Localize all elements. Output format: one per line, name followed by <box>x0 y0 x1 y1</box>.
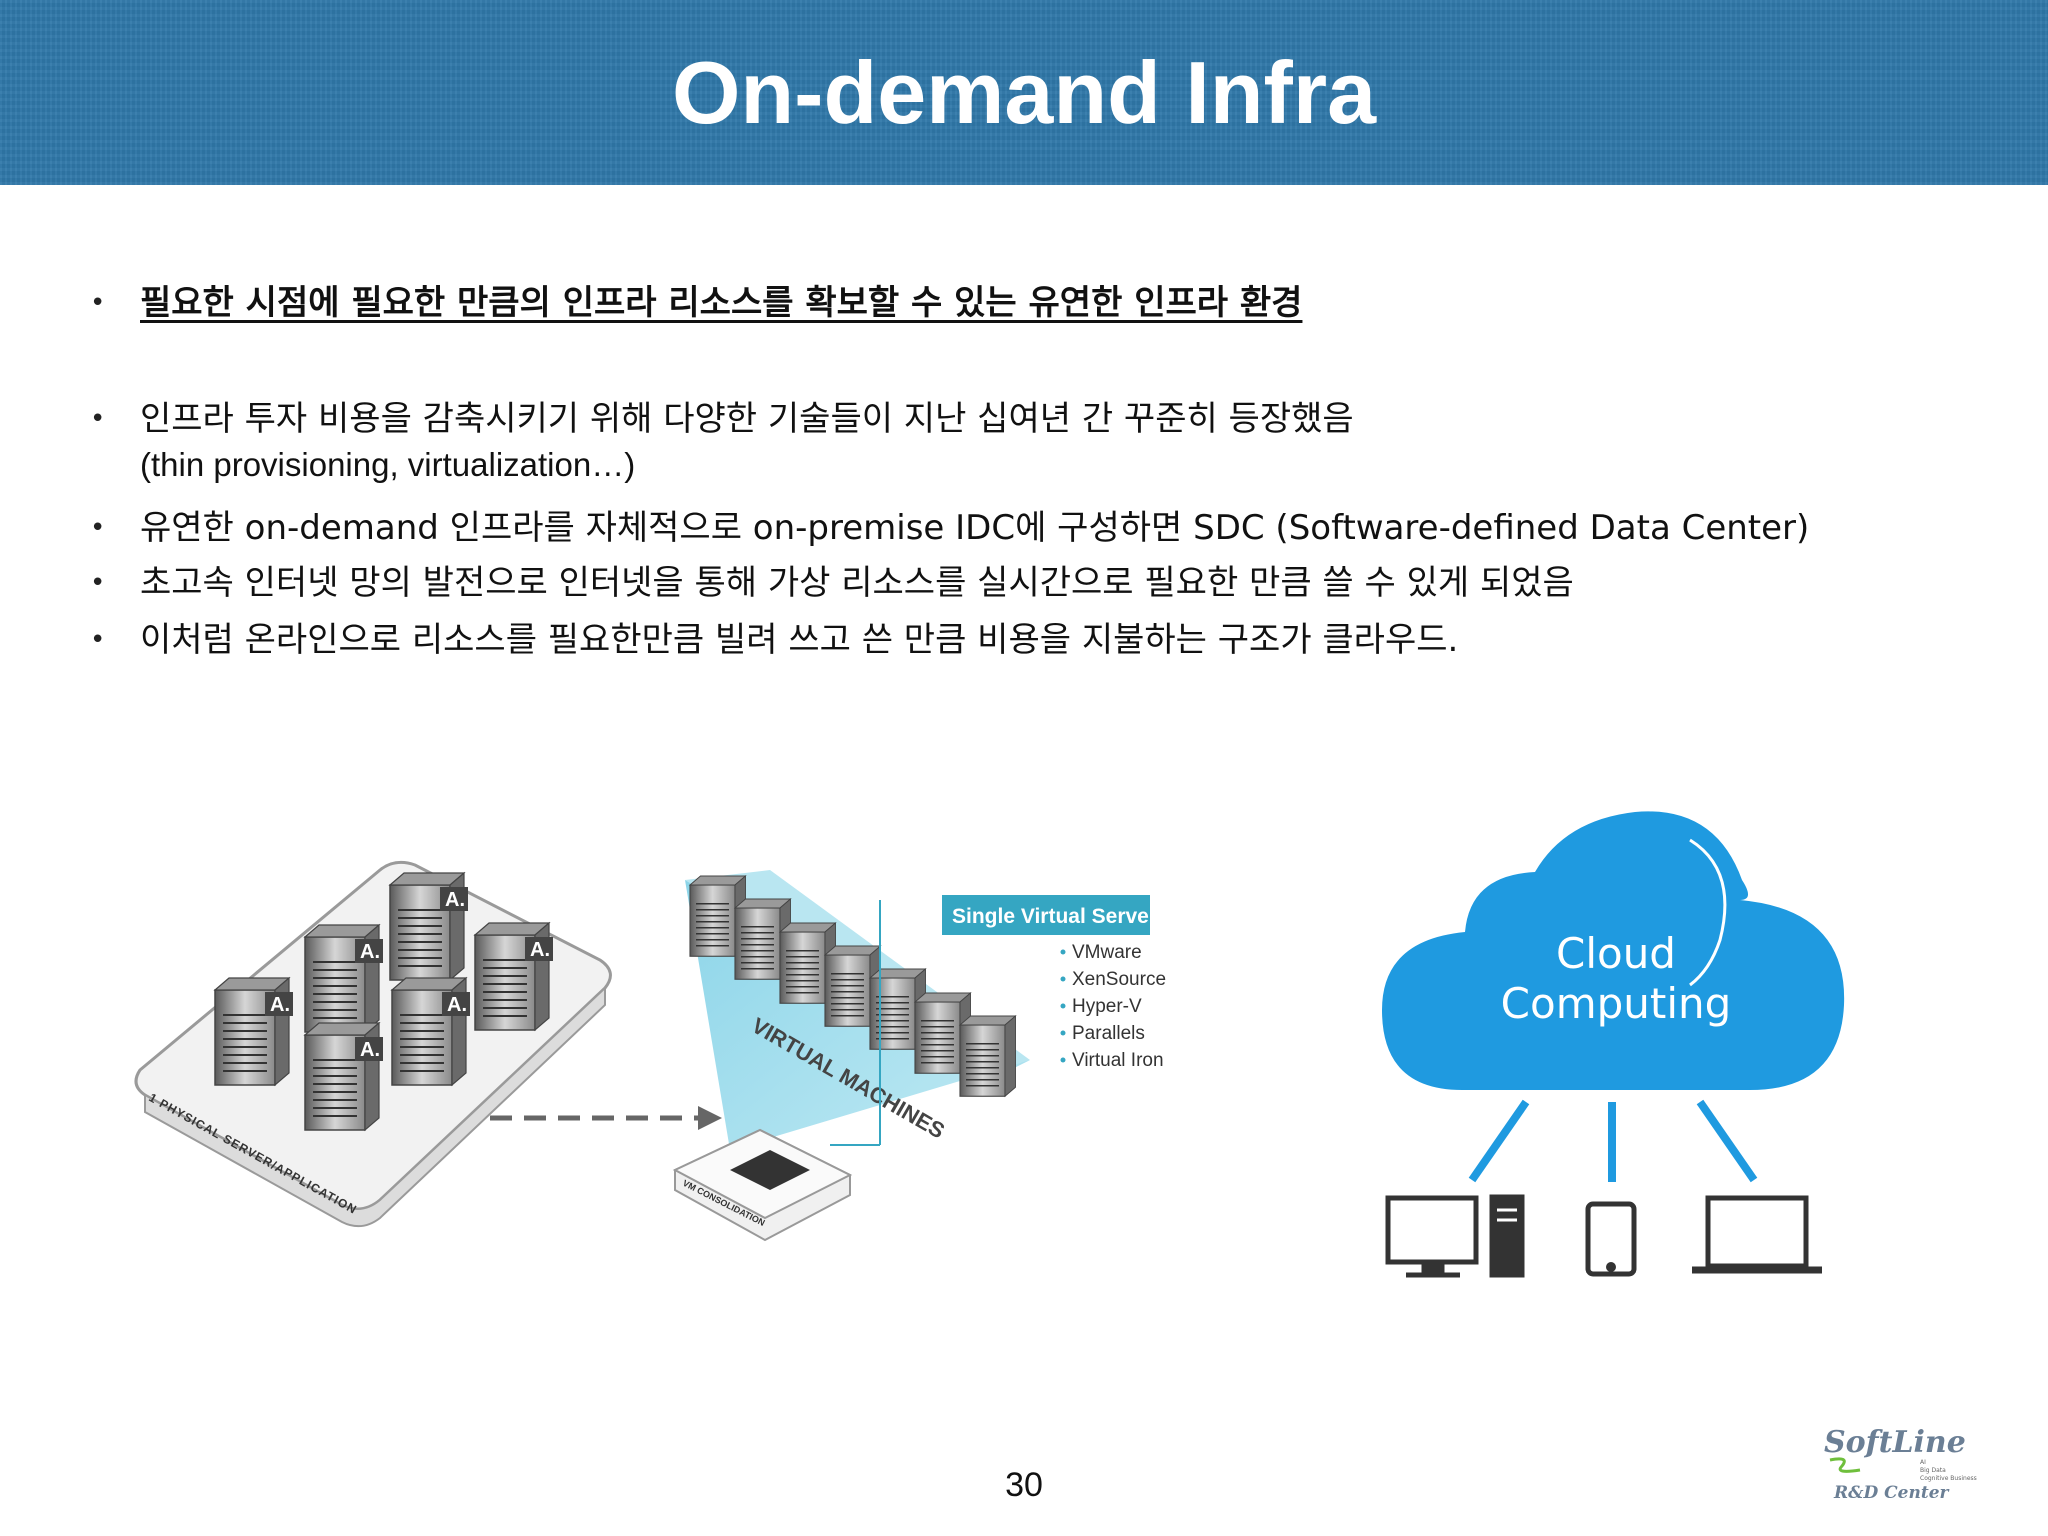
softline-logo: SoftLine AI Big Data Cognitive Business … <box>1824 1425 1977 1503</box>
logo-tag: Big Data <box>1920 1467 1946 1474</box>
connection-lines <box>1468 1099 1758 1183</box>
server-badge: A. <box>360 941 380 963</box>
product-item: Hyper-V <box>1072 996 1142 1017</box>
server-badge: A. <box>445 889 465 911</box>
cloud-label-line1: Cloud <box>1556 929 1676 978</box>
virtualization-illustration: 1 PHYSICAL SERVER/APPLICATION A. A. A. A… <box>134 860 1171 1242</box>
bullet-dot: • <box>90 625 106 655</box>
product-item: XenSource <box>1072 969 1166 990</box>
page-number: 30 <box>1005 1466 1043 1504</box>
product-item: Parallels <box>1072 1023 1145 1044</box>
cloud-label-line2: Computing <box>1501 979 1732 1028</box>
tablet-icon <box>1585 1201 1637 1277</box>
server-icon: A. <box>214 977 293 1086</box>
bullet-text: 초고속 인터넷 망의 발전으로 인터넷을 통해 가상 리소스를 실시간으로 필요… <box>140 563 1574 603</box>
server-icon: A. <box>391 977 470 1086</box>
dashed-arrow <box>490 1106 722 1130</box>
logo-brand: SoftLine <box>1824 1425 1966 1460</box>
vm-consolidation-box: VM CONSOLIDATION <box>672 1128 853 1242</box>
bullet-dot: • <box>90 288 106 318</box>
laptop-icon <box>1692 1195 1822 1274</box>
bullet-text: 필요한 시점에 필요한 만큼의 인프라 리소스를 확보할 수 있는 유연한 인프… <box>140 283 1303 323</box>
bullet-subline: (thin provisioning, virtualization…) <box>140 446 636 483</box>
server-badge: A. <box>530 939 550 961</box>
logo-sub: R&D Center <box>1833 1483 1950 1503</box>
page-title: On-demand Infra <box>671 43 1377 142</box>
svg-text:VMware XenSource H: VMware XenSource Hyper-V Parallels Virtu… <box>1072 942 1171 1071</box>
server-badge: A. <box>360 1039 380 1061</box>
bullet-text: 유연한 on-demand 인프라를 자체적으로 on-premise IDC에… <box>140 508 1810 548</box>
logo-tag: Cognitive Business <box>1920 1475 1977 1482</box>
title-banner: On-demand Infra <box>0 0 2048 185</box>
desktop-icon <box>1385 1194 1525 1278</box>
product-item: Virtual Iron <box>1072 1050 1164 1071</box>
bullet-text: 이처럼 온라인으로 리소스를 필요한만큼 빌려 쓰고 쓴 만큼 비용을 지불하는… <box>140 620 1459 660</box>
single-virtual-server-panel: Single Virtual Server VMware XenSource H… <box>942 895 1171 1071</box>
server-icon: A. <box>389 872 468 981</box>
product-item: VMware <box>1072 942 1142 963</box>
cloud-computing-illustration: Cloud Computing <box>1382 811 1845 1278</box>
server-icon: A. <box>304 1022 383 1131</box>
bullet-line: 인프라 투자 비용을 감축시키기 위해 다양한 기술들이 지난 십여년 간 꾸준… <box>140 399 1354 439</box>
server-icon: A. <box>474 922 553 1031</box>
bullet-dot: • <box>90 568 106 598</box>
cloud-icon: Cloud Computing <box>1382 811 1845 1090</box>
single-virtual-server-title: Single Virtual Server <box>952 905 1157 928</box>
bullet-text: 인프라 투자 비용을 감축시키기 위해 다양한 기술들이 지난 십여년 간 꾸준… <box>140 396 1354 488</box>
server-badge: A. <box>447 994 467 1016</box>
bullet-dot: • <box>90 513 106 543</box>
server-icon: A. <box>304 924 383 1033</box>
server-badge: A. <box>270 994 290 1016</box>
bullet-dot: • <box>90 404 106 434</box>
logo-tag: AI <box>1920 1459 1926 1466</box>
